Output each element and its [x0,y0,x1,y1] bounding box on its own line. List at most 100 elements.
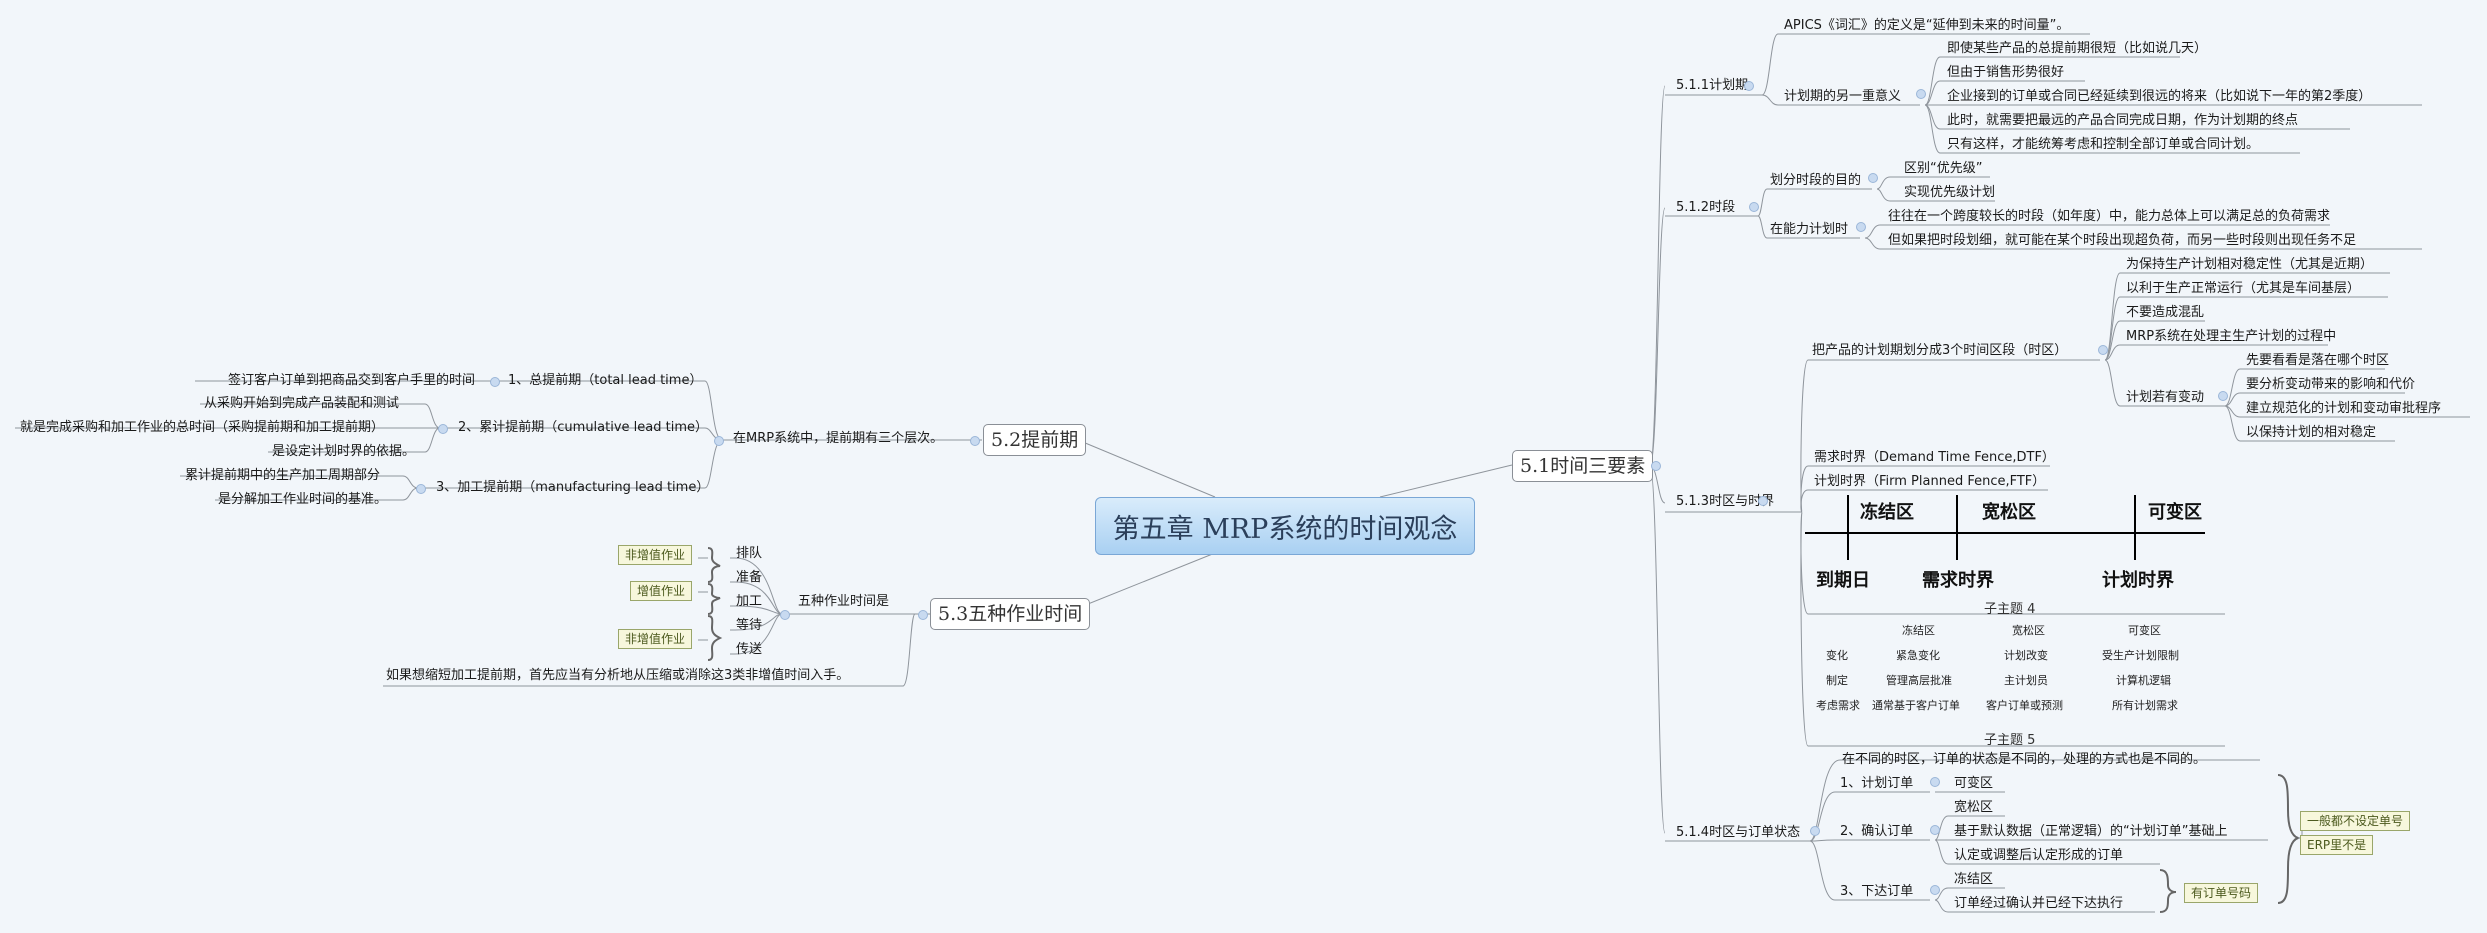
node-wait[interactable]: 等待 [736,618,763,633]
node-511-item[interactable]: 只有这样，才能统筹考虑和控制全部订单或合同计划。 [1947,137,2260,152]
collapse-dot[interactable] [1744,81,1754,91]
node-setup[interactable]: 准备 [736,570,763,585]
node-513-item[interactable]: 以利于生产正常运行（尤其是车间基层） [2126,281,2361,296]
node-514-item[interactable]: 基于默认数据（正常逻辑）的“计划订单”基础上 [1954,824,2228,839]
topic-5-2[interactable]: 5.2提前期 [983,424,1087,456]
collapse-dot[interactable] [970,436,980,446]
node-purpose[interactable]: 划分时段的目的 [1770,173,1862,188]
collapse-dot[interactable] [1651,461,1661,471]
node-total-lead-time[interactable]: 1、总提前期（total lead time） [508,373,703,388]
collapse-dot[interactable] [438,424,448,434]
tag-value-add[interactable]: 增值作业 [630,581,693,601]
node-capacity[interactable]: 在能力计划时 [1770,222,1849,237]
topic-5-1-1[interactable]: 5.1.1计划期 [1676,78,1749,93]
collapse-dot[interactable] [714,436,724,446]
topic-5-3[interactable]: 5.3五种作业时间 [930,598,1091,630]
node-514-item[interactable]: 认定或调整后认定形成的订单 [1954,848,2124,863]
node-queue[interactable]: 排队 [736,546,763,561]
topic-5-1[interactable]: 5.1时间三要素 [1512,450,1654,482]
node-514-item[interactable]: 可变区 [1954,776,1994,791]
node-512-item[interactable]: 往往在一个跨度较长的时段（如年度）中，能力总体上可以满足总的负荷需求 [1888,209,2331,224]
table-cell: 计算机逻辑 [2116,674,2171,687]
table-header: 可变区 [2128,624,2161,637]
collapse-dot[interactable] [1930,777,1940,787]
collapse-dot[interactable] [2218,391,2228,401]
node-ftf[interactable]: 计划时界（Firm Planned Fence,FTF） [1814,474,2046,489]
node-512-item[interactable]: 但如果把时段划细，就可能在某个时段出现超负荷，而另一些时段则出现任务不足 [1888,233,2357,248]
node-run[interactable]: 加工 [736,594,763,609]
table-cell: 所有计划需求 [2112,699,2178,712]
collapse-dot[interactable] [918,610,928,620]
node-52-item[interactable]: 从采购开始到完成产品装配和测试 [204,396,400,411]
node-513-item[interactable]: MRP系统在处理主生产计划的过程中 [2126,329,2337,344]
node-513-item[interactable]: 不要造成混乱 [2126,305,2205,320]
node-52-item[interactable]: 是分解加工作业时间的基准。 [218,492,388,507]
subtopic-5[interactable]: 子主题 5 [1984,733,2036,748]
collapse-dot[interactable] [1758,496,1768,506]
table-cell: 客户订单或预测 [1986,699,2063,712]
node-513-change-item[interactable]: 建立规范化的计划和变动审批程序 [2246,401,2442,416]
tag-no-order-number[interactable]: 一般都不设定单号 [2300,811,2411,831]
node-513-change-item[interactable]: 以保持计划的相对稳定 [2246,425,2377,440]
node-manufacturing-lead-time[interactable]: 3、加工提前期（manufacturing lead time） [436,480,710,495]
collapse-dot[interactable] [2098,345,2108,355]
node-52-item[interactable]: 是设定计划时界的依据。 [272,444,416,459]
collapse-dot[interactable] [1868,173,1878,183]
zone-frozen: 冻结区 [1860,502,1914,523]
node-apics[interactable]: APICS《词汇》的定义是“延伸到未来的时间量”。 [1784,18,2070,33]
topic-5-1-4[interactable]: 5.1.4时区与订单状态 [1676,825,1801,840]
topic-5-1-2[interactable]: 5.1.2时段 [1676,200,1736,215]
subtopic-4[interactable]: 子主题 4 [1984,602,2036,617]
collapse-dot[interactable] [1930,885,1940,895]
table-header: 宽松区 [2012,624,2045,637]
table-cell: 制定 [1826,674,1848,687]
node-511-item[interactable]: 即使某些产品的总提前期很短（比如说几天） [1947,41,2208,56]
node-513-change-item[interactable]: 先要看看是落在哪个时区 [2246,353,2390,368]
node-511-item[interactable]: 企业接到的订单或合同已经延续到很远的将来（比如说下一年的第2季度） [1947,89,2372,104]
node-firm-order[interactable]: 2、确认订单 [1840,824,1914,839]
node-513-item[interactable]: 为保持生产计划相对稳定性（尤其是近期） [2126,257,2374,272]
collapse-dot[interactable] [1930,825,1940,835]
node-514-item[interactable]: 订单经过确认并已经下达执行 [1954,896,2124,911]
collapse-dot[interactable] [780,610,790,620]
collapse-dot[interactable] [1916,89,1926,99]
collapse-dot[interactable] [1749,202,1759,212]
node-planning-other[interactable]: 计划期的另一重意义 [1784,89,1902,104]
node-514-intro[interactable]: 在不同的时区，订单的状态是不同的，处理的方式也是不同的。 [1842,752,2207,767]
tag-erp[interactable]: ERP里不是 [2300,835,2374,855]
mark-dtf: 需求时界 [1922,570,1994,591]
node-511-item[interactable]: 但由于销售形势很好 [1947,65,2065,80]
node-53-note[interactable]: 如果想缩短加工提前期，首先应当有分析地从压缩或消除这3类非增值时间入手。 [386,668,850,683]
node-512-item[interactable]: 实现优先级计划 [1904,185,1996,200]
tag-has-order-number[interactable]: 有订单号码 [2184,883,2259,903]
node-52-intro[interactable]: 在MRP系统中，提前期有三个层次。 [733,431,944,446]
node-53-intro[interactable]: 五种作业时间是 [798,594,890,609]
node-52-item[interactable]: 签订客户订单到把商品交到客户手里的时间 [228,373,476,388]
node-change[interactable]: 计划若有变动 [2126,390,2205,405]
tag-non-value-add[interactable]: 非增值作业 [618,545,693,565]
collapse-dot[interactable] [1810,826,1820,836]
collapse-dot[interactable] [490,377,500,387]
collapse-dot[interactable] [416,484,426,494]
table-cell: 通常基于客户订单 [1872,699,1960,712]
node-514-item[interactable]: 冻结区 [1954,872,1994,887]
node-dtf[interactable]: 需求时界（Demand Time Fence,DTF） [1814,450,2055,465]
node-513-change-item[interactable]: 要分析变动带来的影响和代价 [2246,377,2416,392]
node-52-item[interactable]: 累计提前期中的生产加工周期部分 [185,468,381,483]
node-511-item[interactable]: 此时，就需要把最远的产品合同完成日期，作为计划期的终点 [1947,113,2299,128]
node-512-item[interactable]: 区别“优先级” [1904,161,1983,176]
node-514-item[interactable]: 宽松区 [1954,800,1994,815]
topic-5-1-3[interactable]: 5.1.3时区与时界 [1676,494,1775,509]
node-move[interactable]: 传送 [736,642,763,657]
node-divide[interactable]: 把产品的计划期划分成3个时间区段（时区） [1812,343,2068,358]
node-52-item[interactable]: 就是完成采购和加工作业的总时间（采购提前期和加工提前期） [20,420,385,435]
tag-non-value-add[interactable]: 非增值作业 [618,629,693,649]
topic-5-3-label: 5.3五种作业时间 [938,603,1083,625]
collapse-dot[interactable] [1856,222,1866,232]
node-released-order[interactable]: 3、下达订单 [1840,884,1914,899]
node-cumulative-lead-time[interactable]: 2、累计提前期（cumulative lead time） [458,420,709,435]
root-topic[interactable]: 第五章 MRP系统的时间观念 [1095,497,1475,555]
node-planned-order[interactable]: 1、计划订单 [1840,776,1914,791]
table-cell: 变化 [1826,649,1848,662]
